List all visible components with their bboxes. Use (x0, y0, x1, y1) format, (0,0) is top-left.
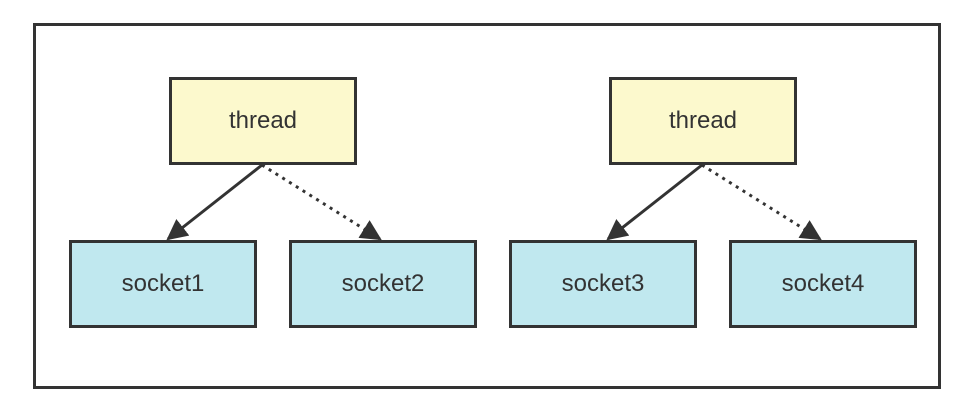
socket-node-2: socket2 (289, 240, 477, 328)
socket-node-1: socket1 (69, 240, 257, 328)
socket-node-4: socket4 (729, 240, 917, 328)
socket-label-3: socket3 (561, 270, 645, 297)
socket-label-2: socket2 (341, 270, 425, 297)
socket-label-1: socket1 (121, 270, 205, 297)
socket-label-4: socket4 (781, 270, 865, 297)
thread-node-2: thread (609, 77, 797, 165)
socket-node-3: socket3 (509, 240, 697, 328)
thread-label-2: thread (668, 107, 738, 134)
thread-node-1: thread (169, 77, 357, 165)
thread-label-1: thread (228, 107, 298, 134)
